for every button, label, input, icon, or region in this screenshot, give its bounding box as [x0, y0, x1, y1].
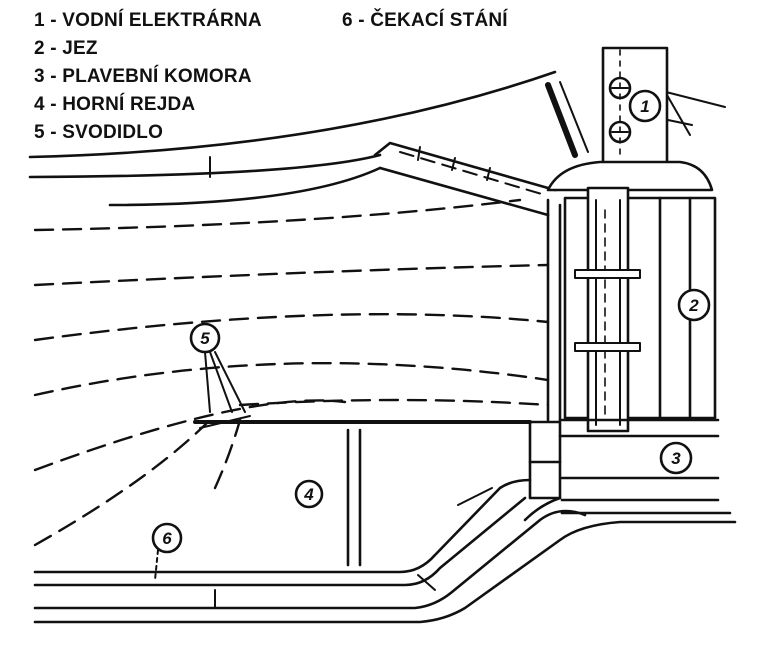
- callout-5: 5: [200, 329, 210, 348]
- powerhouse: [545, 46, 714, 192]
- legend-item-hydropower-plant: 1 - VODNÍ ELEKTRÁRNA: [34, 10, 262, 31]
- upper-bank: [28, 70, 726, 207]
- callout-1-label: 1: [640, 97, 649, 116]
- lower-banks: [33, 478, 737, 624]
- callout-2: 2: [677, 288, 711, 322]
- legend-item-waiting-berth: 6 - ČEKACÍ STÁNÍ: [342, 10, 508, 31]
- legend: 1 - VODNÍ ELEKTRÁRNA 2 - JEZ 3 - PLAVEBN…: [0, 0, 765, 150]
- intake-wall: [373, 141, 557, 217]
- legend-item-lock-chamber: 3 - PLAVEBNÍ KOMORA: [34, 66, 252, 87]
- callout-6: 6: [151, 522, 183, 554]
- upper-harbour-basin: [346, 418, 720, 567]
- lock-chamber: [523, 476, 732, 522]
- flow-lines: [33, 198, 550, 547]
- callout-3-label: 3: [671, 449, 681, 468]
- legend-item-upper-harbour: 4 - HORNÍ REJDA: [34, 94, 196, 115]
- callout-5-label: 5: [200, 329, 210, 348]
- guide-wall: [189, 322, 532, 429]
- callout-4-label: 4: [303, 485, 314, 504]
- callout-3: 3: [659, 441, 693, 475]
- legend-item-weir: 2 - JEZ: [34, 38, 98, 59]
- callout-1: 1: [628, 89, 662, 123]
- legend-item-guide-wall: 5 - SVODIDLO: [34, 122, 164, 143]
- callout-6-label: 6: [162, 529, 172, 548]
- callout-2-label: 2: [688, 296, 699, 315]
- callout-4: 4: [294, 479, 324, 509]
